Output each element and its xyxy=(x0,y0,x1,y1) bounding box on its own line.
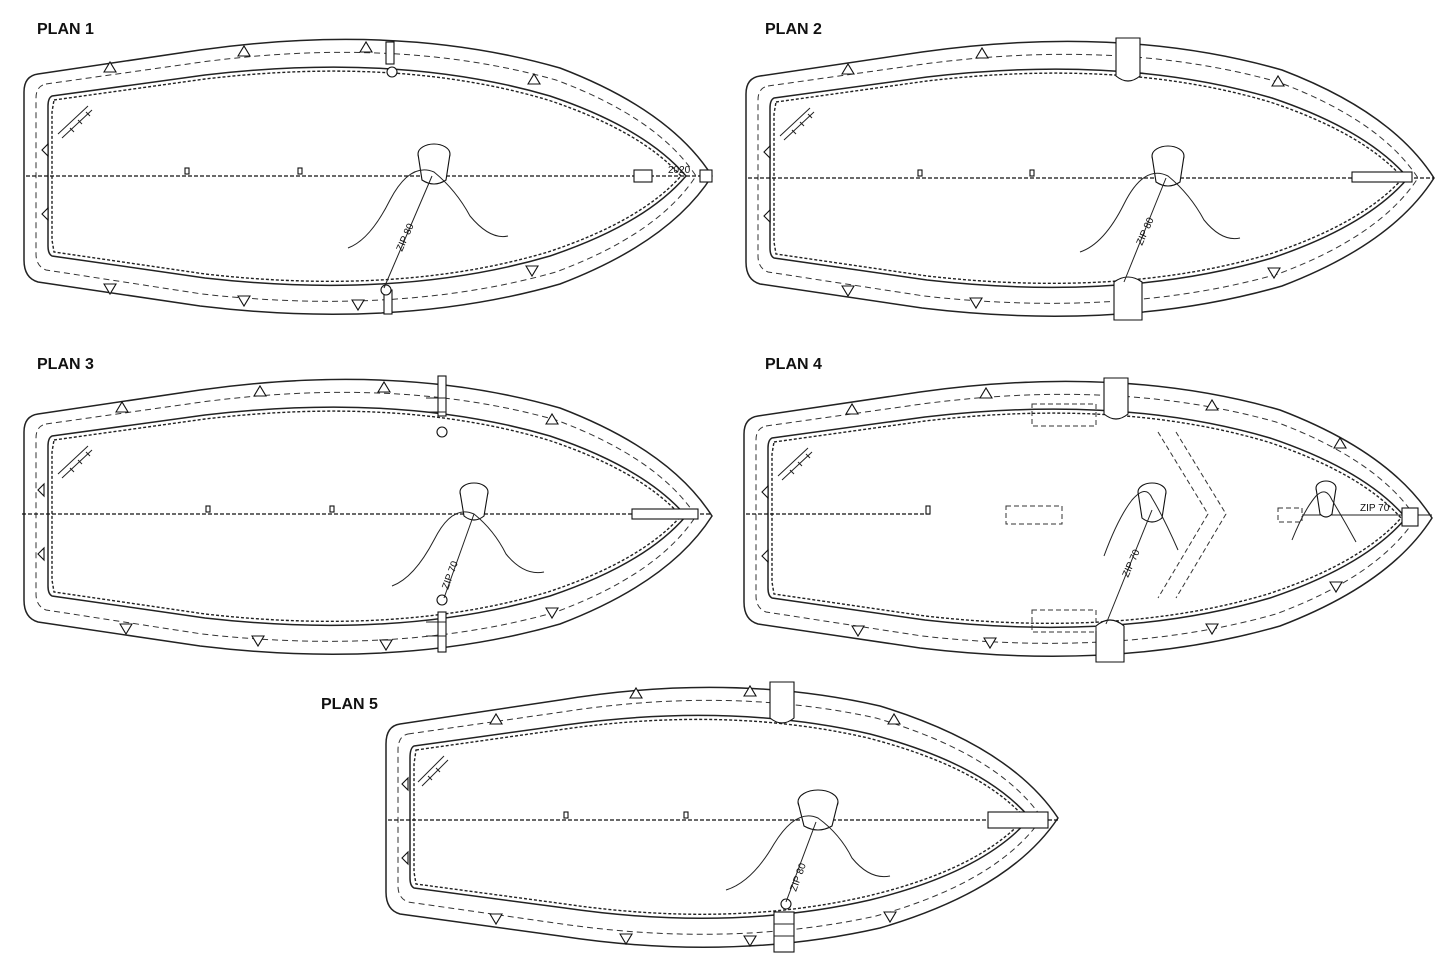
hull-outline xyxy=(743,380,1433,657)
plan-title: PLAN 3 xyxy=(37,356,94,373)
hull-fittings xyxy=(761,386,1347,650)
plan-1: PLAN 1 2020 xyxy=(23,21,713,315)
sheet-line xyxy=(383,175,433,289)
hull-fittings xyxy=(401,684,901,948)
mainsheet-fittings xyxy=(1095,377,1129,663)
mast-step xyxy=(459,482,489,521)
hiking-strap-icon xyxy=(779,107,815,141)
sail-curve xyxy=(391,511,545,587)
hiking-strap-icon xyxy=(417,755,449,787)
bow-fitting xyxy=(1401,507,1419,527)
bow-sail-curve xyxy=(1291,491,1357,543)
plan-4: PLAN 4 xyxy=(743,356,1433,663)
mainsheet-fittings xyxy=(769,681,795,953)
plan-5: PLAN 5 ZIP 80 xyxy=(321,681,1059,953)
hull-fittings xyxy=(41,40,541,312)
zip-label: ZIP 80 xyxy=(1135,216,1157,248)
storage-outlines xyxy=(1005,403,1303,633)
plan-title: PLAN 1 xyxy=(37,21,94,38)
bow-fitting xyxy=(1351,171,1413,183)
plan-title: PLAN 5 xyxy=(321,696,378,713)
mainsheet-fittings xyxy=(380,41,398,315)
zip-label: ZIP 70 xyxy=(440,559,461,591)
plan-2: PLAN 2 ZIP 80 xyxy=(745,21,1435,321)
sail-curve xyxy=(347,169,509,249)
bow-mark-label: 2020 xyxy=(668,165,691,176)
bow-fitting xyxy=(987,811,1049,829)
sail-curve xyxy=(1103,491,1179,557)
sail-curve xyxy=(725,815,891,891)
hull-outline xyxy=(385,686,1059,949)
mast-step xyxy=(1151,145,1185,187)
hull-outline xyxy=(745,40,1435,317)
hiking-strap-icon xyxy=(777,447,813,481)
zip-label: ZIP 70 xyxy=(1121,548,1143,580)
hull-fittings xyxy=(763,46,1285,310)
zip-label: ZIP 80 xyxy=(788,861,809,893)
sheet-line xyxy=(1123,177,1167,283)
hull-outline xyxy=(23,38,713,315)
hull-fittings xyxy=(37,380,559,652)
mainsheet-fittings xyxy=(426,375,448,653)
hiking-strap-icon xyxy=(57,445,93,479)
hull-outline xyxy=(23,378,713,655)
bow-fitting xyxy=(633,169,653,183)
mast-step xyxy=(1137,482,1167,523)
mainsheet-fittings xyxy=(1113,37,1143,321)
plan-3: PLAN 3 xyxy=(22,356,713,655)
plan-title: PLAN 2 xyxy=(765,21,822,38)
sheet-line xyxy=(785,821,817,903)
hiking-strap-icon xyxy=(57,105,93,139)
mast-step xyxy=(417,143,451,185)
sheet-line xyxy=(443,513,475,599)
sail-curve xyxy=(1079,172,1241,253)
bow-fitting xyxy=(631,508,699,520)
bow-zip-label: ZIP 70 xyxy=(1360,503,1390,514)
zip-label: ZIP 80 xyxy=(395,222,417,254)
sheet-line xyxy=(1105,509,1153,625)
bow-mast-step xyxy=(1315,480,1337,518)
plan-title: PLAN 4 xyxy=(765,356,822,373)
mast-step xyxy=(797,789,839,831)
